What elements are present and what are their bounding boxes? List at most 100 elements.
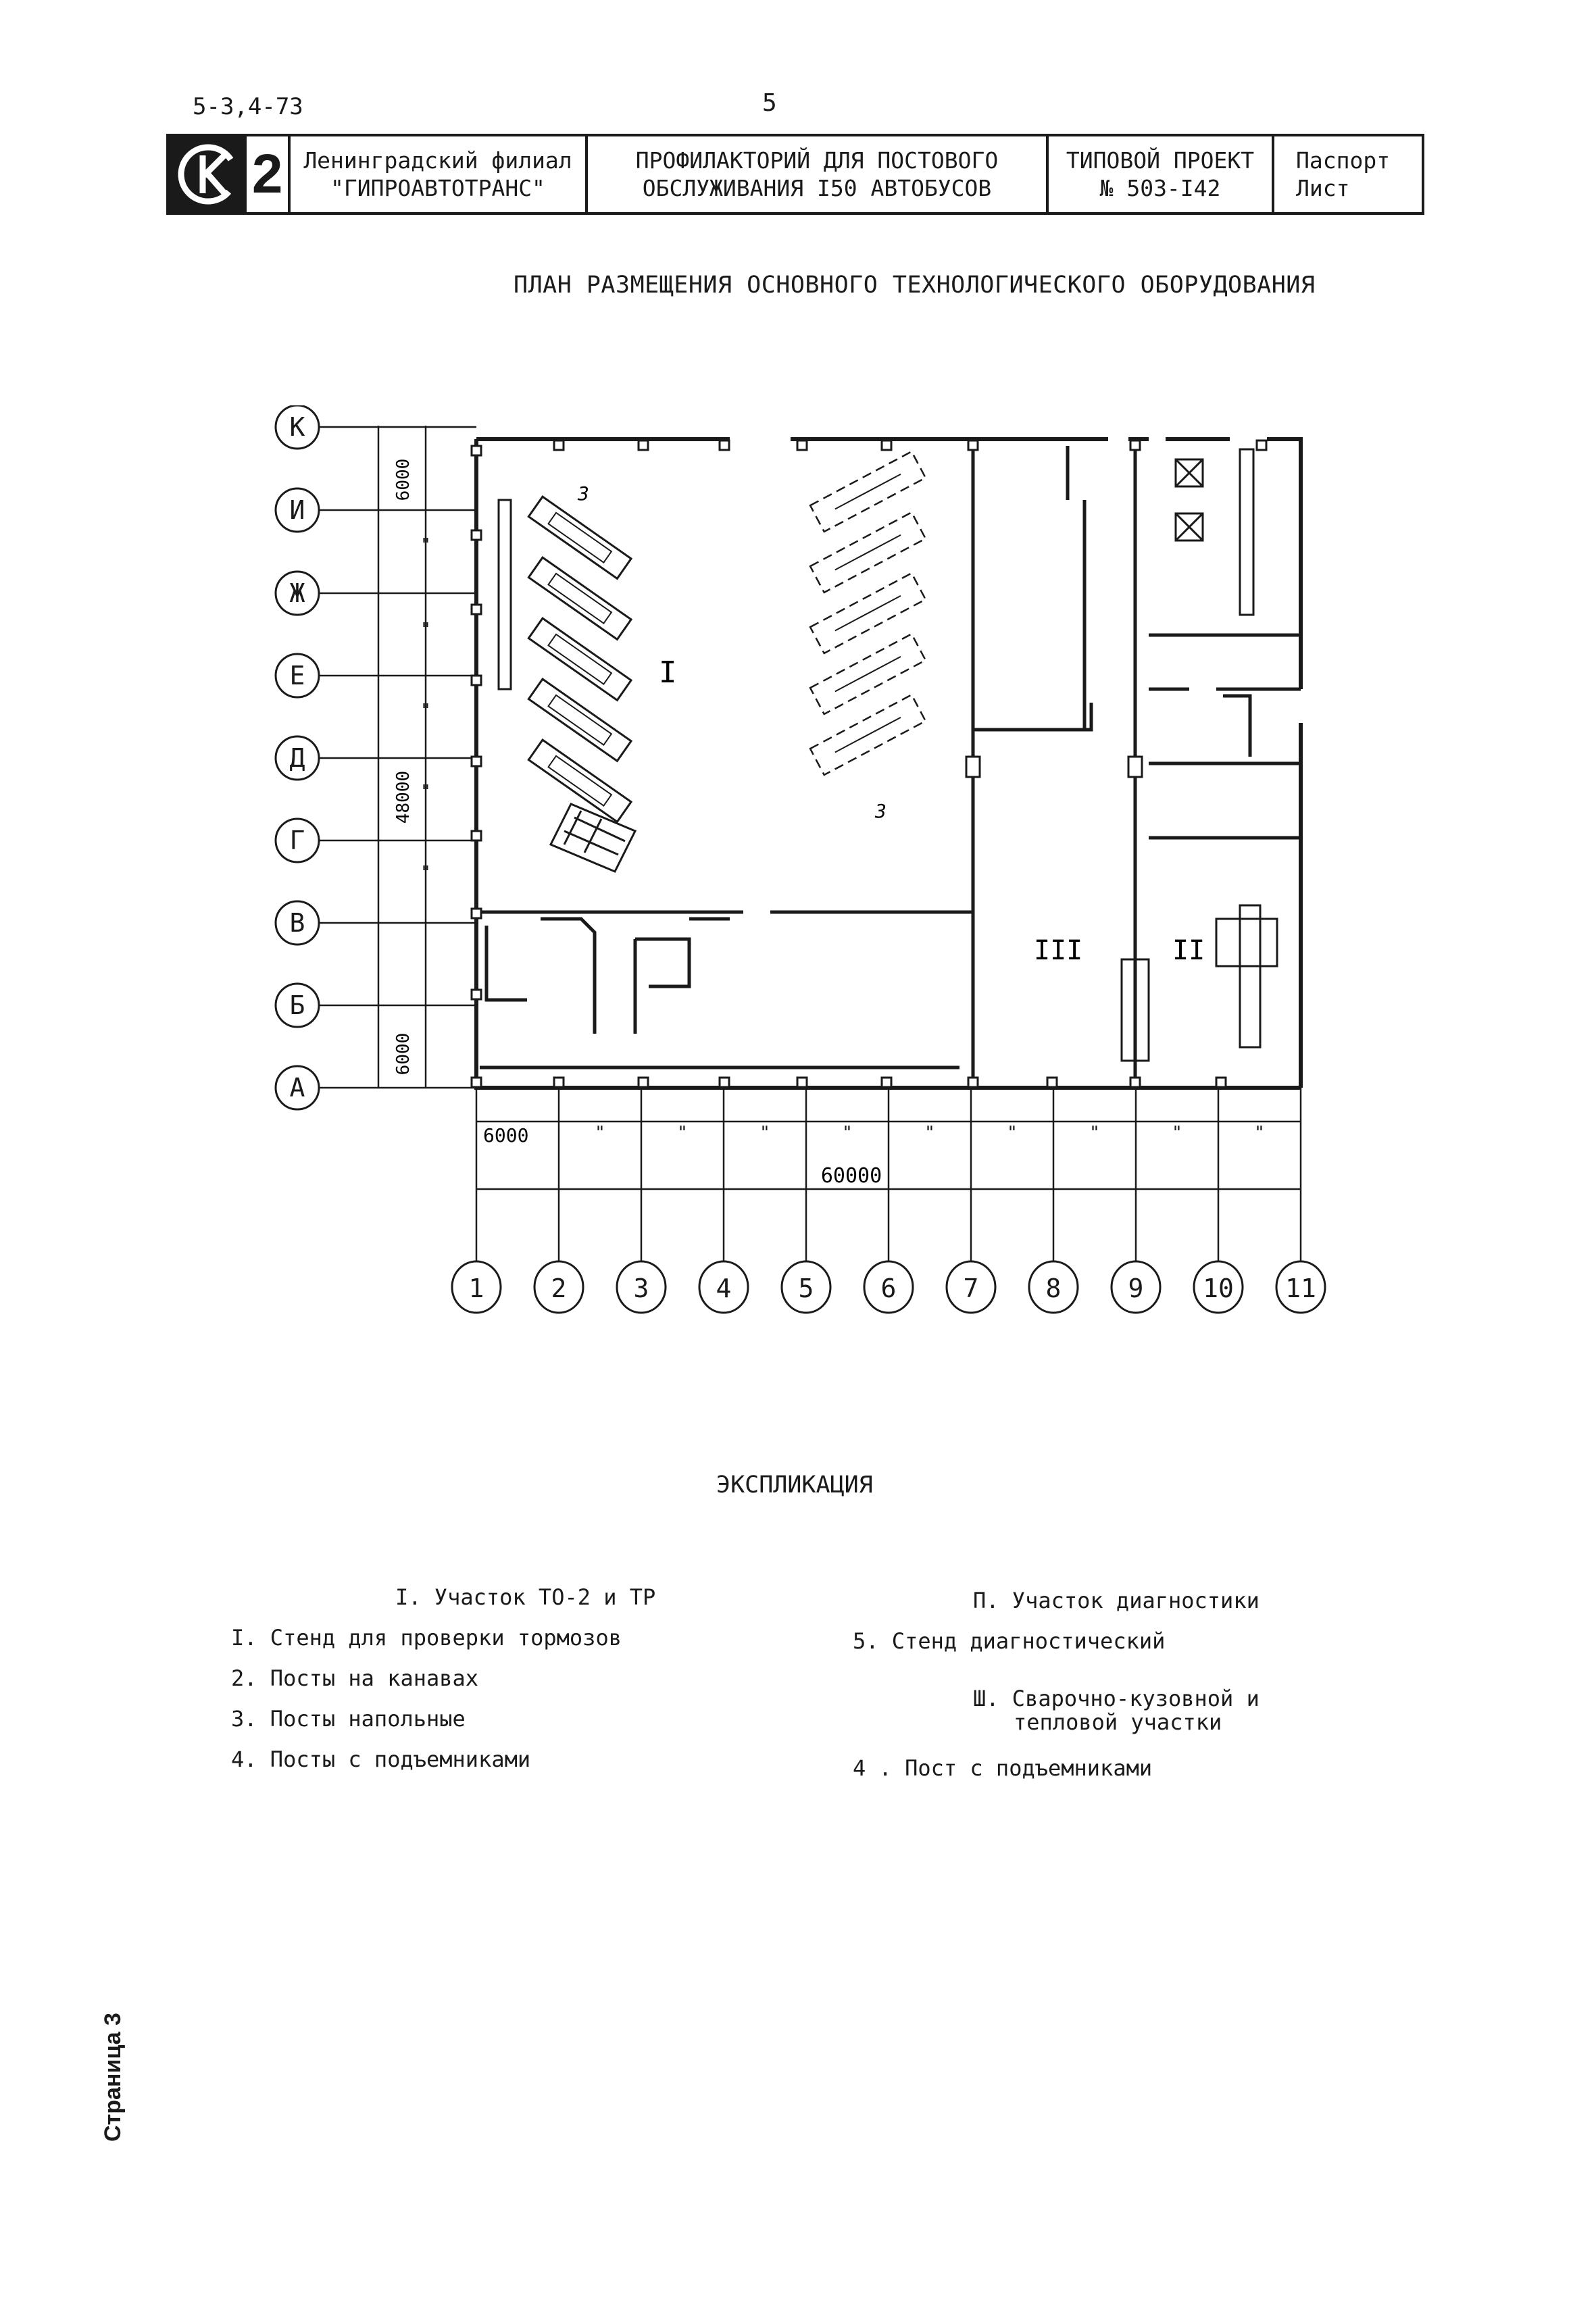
ditch-post-icon [527, 617, 633, 702]
column-axis-9: 9 [1110, 1260, 1162, 1314]
ditch-post-icon [527, 678, 633, 763]
column-markers [470, 439, 1268, 1088]
row-axis-8: Б [274, 982, 476, 1028]
ditch-post-icon [527, 738, 633, 824]
object-line-2: ОБСЛУЖИВАНИЯ I50 АВТОБУСОВ [642, 175, 992, 201]
org-line-2: "ГИПРОАВТОТРАНС" [330, 175, 545, 201]
project-line-2: № 503-I42 [1099, 175, 1221, 201]
repeat-mark: " [1089, 1123, 1100, 1143]
plan-title: ПЛАН РАЗМЕЩЕНИЯ ОСНОВНОГО ТЕХНОЛОГИЧЕСКО… [514, 272, 1316, 299]
zone-2-equipment [1120, 448, 1278, 1062]
repeat-mark: " [924, 1123, 935, 1143]
svg-text:И: И [290, 495, 305, 525]
zone-3-heading-line-2: тепловой участки [1014, 1709, 1222, 1735]
object-line-1: ПРОФИЛАКТОРИЙ ДЛЯ ПОСТОВОГО [635, 147, 999, 174]
svg-text:Г: Г [290, 826, 305, 855]
row-axis-1: К [274, 405, 476, 450]
sheet-line-2: Лист [1296, 175, 1350, 201]
ditch-posts [497, 450, 927, 873]
repeat-mark: " [759, 1123, 770, 1143]
title-block: 2 Ленинградский филиал "ГИПРОАВТОТРАНС" … [166, 134, 1424, 215]
column-axis-2: 2 [533, 1260, 584, 1314]
svg-text:10: 10 [1203, 1274, 1234, 1303]
dimension-lines [475, 1088, 1302, 1270]
row-axis-5: Д [274, 735, 476, 781]
repeat-mark: " [420, 782, 431, 802]
column-axis-10: 10 [1193, 1260, 1244, 1314]
svg-text:5: 5 [799, 1274, 814, 1303]
project-cell: ТИПОВОЙ ПРОЕКТ № 503-I42 [1049, 136, 1274, 212]
floor-post-icon [809, 450, 927, 533]
row-axis-grid: К И Ж Е Д Г В Б А [274, 405, 476, 1111]
dim-first-column: 6000 [483, 1124, 528, 1147]
column-axis-7: 7 [945, 1260, 997, 1314]
floor-post-icon [809, 632, 927, 715]
dim-total-height: 48000 [393, 771, 414, 824]
repeat-mark: " [1007, 1123, 1018, 1143]
dim-total-width: 60000 [821, 1164, 882, 1188]
svg-text:А: А [290, 1073, 305, 1103]
svg-text:Б: Б [290, 990, 305, 1020]
logo: 2 [169, 136, 291, 212]
column-axis-11: 11 [1275, 1260, 1326, 1314]
row-axis-2: И [274, 487, 476, 533]
floor-post-icon [809, 511, 927, 594]
repeat-mark: " [420, 620, 431, 640]
zone-1-label: I [659, 655, 677, 690]
row-axis-3: Ж [274, 570, 476, 616]
repeat-mark: " [1172, 1123, 1182, 1143]
row-axis-4: Е [274, 653, 476, 699]
side-page-note: Страница 3 [100, 2013, 126, 2142]
repeat-mark: " [420, 863, 431, 883]
row-axis-bubbles: К И Ж Е Д Г В Б А [274, 405, 476, 1111]
repeat-mark: " [842, 1123, 853, 1143]
explication-title: ЭКСПЛИКАЦИЯ [716, 1472, 873, 1499]
explication-item-3: 3. Посты напольные [231, 1706, 466, 1732]
explication-item-1: I. Стенд для проверки тормозов [231, 1625, 622, 1651]
explication-item-4: 4. Посты с подъемниками [231, 1746, 531, 1772]
org-line-1: Ленинградский филиал [303, 147, 572, 174]
column-axis-3: 3 [616, 1260, 667, 1314]
zone-3-heading-line-1: Ш. Сварочно-кузовной и [973, 1686, 1260, 1711]
column-axis-5: 5 [780, 1260, 832, 1314]
zone-3-label: III [1034, 935, 1082, 966]
object-cell: ПРОФИЛАКТОРИЙ ДЛЯ ПОСТОВОГО ОБСЛУЖИВАНИЯ… [588, 136, 1049, 212]
dim-bottom: 6000 [393, 1033, 414, 1076]
repeat-mark: " [595, 1123, 605, 1143]
svg-text:8: 8 [1046, 1274, 1062, 1303]
page-number: 5 [762, 89, 777, 117]
ditch-post-icon [527, 495, 633, 580]
ditch-post-icon [527, 556, 633, 641]
project-line-1: ТИПОВОЙ ПРОЕКТ [1066, 147, 1255, 174]
explication-item-zone3-4: 4 . Пост с подъемниками [853, 1755, 1153, 1781]
svg-text:Ж: Ж [290, 578, 305, 608]
floor-post-label-upper: 3 [577, 482, 589, 505]
svg-text:4: 4 [716, 1274, 732, 1303]
logo-digit: 2 [251, 143, 283, 205]
svg-text:Д: Д [290, 743, 305, 773]
svg-text:9: 9 [1128, 1274, 1144, 1303]
repeat-mark: " [677, 1123, 688, 1143]
column-axis-4: 4 [698, 1260, 749, 1314]
column-axis-1: 1 [451, 1260, 502, 1314]
floor-post-icon [809, 693, 927, 776]
organization-cell: Ленинградский филиал "ГИПРОАВТОТРАНС" [291, 136, 588, 212]
ck-logo-icon [169, 136, 247, 212]
sheet-cell: Паспорт Лист [1274, 136, 1422, 212]
column-axis-8: 8 [1028, 1260, 1079, 1314]
zone-2-label: II [1172, 935, 1205, 966]
repeat-mark: " [420, 701, 431, 721]
dim-top: 6000 [393, 459, 414, 501]
row-axis-9: А [274, 1065, 476, 1111]
floor-post-label-lower: 3 [874, 800, 887, 822]
svg-text:11: 11 [1285, 1274, 1316, 1303]
svg-text:1: 1 [469, 1274, 484, 1303]
zone-1-heading: I. Участок ТО-2 и ТР [395, 1584, 656, 1610]
column-axis-6: 6 [863, 1260, 914, 1314]
row-axis-7: В [274, 900, 476, 946]
svg-text:2: 2 [551, 1274, 567, 1303]
floor-plan-drawing: К И Ж Е Д Г В Б А [274, 405, 1326, 1314]
explication-item-2: 2. Посты на канавах [231, 1665, 479, 1691]
explication-item-5: 5. Стенд диагностический [853, 1628, 1166, 1654]
zone-2-heading: П. Участок диагностики [973, 1588, 1260, 1613]
